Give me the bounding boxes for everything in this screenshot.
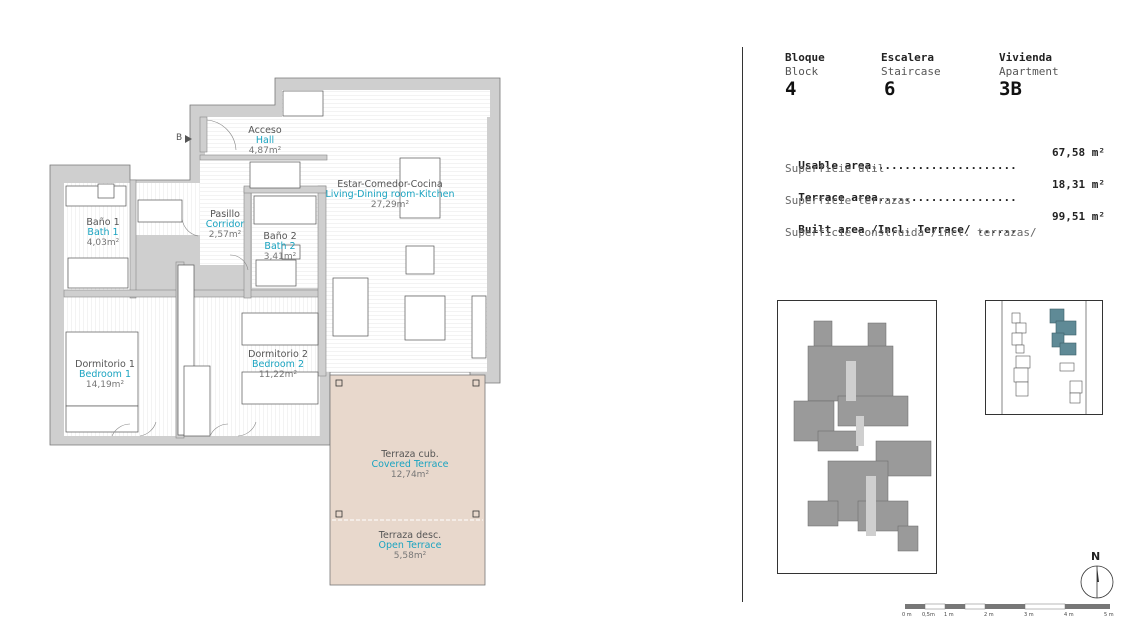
room-bedroom2-es: Dormitorio 2 [248,349,308,360]
room-bath2-en: Bath 2 [264,241,296,252]
room-open-terrace-es: Terraza desc. [378,530,442,541]
scale-tick-1: 0,5m [922,612,935,618]
block-label-en: Block [785,65,819,78]
north-arrow-icon: N [1079,550,1115,600]
terrace-area-row: Terrace area..................... 18,31 … [785,178,1105,217]
terrace-area-label: Terrace area..................... [798,191,1017,204]
room-covered-terrace-es: Terraza cub. [381,449,439,460]
fixtures [65,90,487,437]
scale-tick-0: 0 m [902,612,912,618]
key-plan [985,300,1103,415]
room-bath1: Baño 1 Bath 1 4,03m² [68,217,138,249]
built-area-label: Built area /Incl. Terrace/ ...... [798,223,1017,236]
room-bedroom1-es: Dormitorio 1 [75,359,135,370]
room-hall-area: 4,87m² [248,146,282,156]
apartment-label-es: Vivienda [999,51,1052,64]
panel-divider [742,47,743,602]
scale-tick-6: 5 m [1104,612,1114,618]
room-bedroom1-en: Bedroom 1 [78,369,132,380]
room-bath1-area: 4,03m² [86,238,120,248]
room-covered-terrace-en: Covered Terrace [371,459,449,470]
room-open-terrace-area: 5,58m² [393,551,427,561]
room-covered-terrace-area: 12,74m² [390,470,430,480]
block-value: 4 [785,78,797,100]
scale-tick-3: 2 m [984,612,994,618]
terrace-area-value: 18,31 m² [1052,178,1105,191]
usable-area-label: Usable area...................... [798,159,1017,172]
room-bath2-area: 3,41m² [263,252,297,262]
room-corridor: Pasillo Corridor 2,57m² [195,209,255,241]
north-label: N [1091,550,1101,563]
scale-tick-5: 4 m [1064,612,1074,618]
scale-tick-2: 1 m [944,612,954,618]
scale-tick-4: 3 m [1024,612,1034,618]
room-corridor-area: 2,57m² [208,230,242,240]
room-bedroom2: Dormitorio 2 Bedroom 2 11,22m² [236,349,320,381]
entry-arrow-icon [185,135,192,143]
built-area-value: 99,51 m² [1052,210,1105,223]
room-hall: Acceso Hall 4,87m² [225,125,305,157]
room-living-en: Living-Dining room-Kitchen [325,189,455,200]
room-corridor-en: Corridor [205,219,245,230]
block-label-es: Bloque [785,51,825,64]
room-hall-es: Acceso [248,125,282,136]
built-area-sub: Superficie construida /incl. terrazas/ [785,226,1037,239]
terrace [329,374,486,586]
apartment-label-en: Apartment [999,65,1059,78]
room-bedroom1-area: 14,19m² [85,380,125,390]
room-covered-terrace: Terraza cub. Covered Terrace 12,74m² [360,449,460,481]
built-area-row: Built area /Incl. Terrace/ ...... 99,51 … [785,210,1105,249]
room-living: Estar-Comedor-Cocina Living-Dining room-… [325,179,455,211]
key-plan-drawing [1001,301,1087,414]
room-bath2: Baño 2 Bath 2 3,41m² [250,231,310,263]
staircase-label-es: Escalera [881,51,934,64]
room-bath1-es: Baño 1 [86,217,120,228]
room-open-terrace: Terraza desc. Open Terrace 5,58m² [360,530,460,562]
room-bath2-es: Baño 2 [263,231,297,242]
room-bedroom2-en: Bedroom 2 [251,359,305,370]
scale-bar: 0 m 0,5m 1 m 2 m 3 m 4 m 5 m [900,602,1115,624]
site-plan-drawing [793,320,932,552]
room-living-es: Estar-Comedor-Cocina [337,179,443,190]
room-bath1-en: Bath 1 [87,227,119,238]
site-plan [777,300,937,574]
room-bedroom1: Dormitorio 1 Bedroom 1 14,19m² [65,359,145,391]
staircase-value: 6 [884,78,896,100]
staircase-label-en: Staircase [881,65,941,78]
floor-plan [49,77,501,586]
room-corridor-es: Pasillo [210,209,240,220]
usable-area-sub: Superficie útil [785,162,885,175]
usable-area-value: 67,58 m² [1052,146,1105,159]
room-bedroom2-area: 11,22m² [258,370,298,380]
room-living-area: 27,29m² [370,200,410,210]
entry-marker-label: B [176,133,183,143]
room-open-terrace-en: Open Terrace [378,540,442,551]
room-hall-en: Hall [255,135,275,146]
terrace-area-sub: Superficie terrazas [785,194,911,207]
usable-area-row: Usable area...................... 67,58 … [785,146,1105,185]
door-swings [111,119,257,437]
apartment-value: 3B [999,78,1022,100]
